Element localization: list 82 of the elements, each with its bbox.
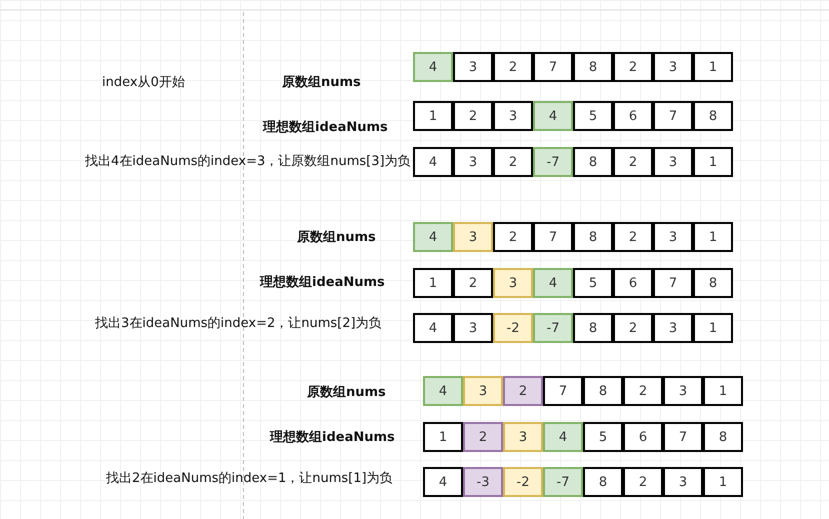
array-cell: 8 (573, 222, 613, 252)
step-description: 找出4在ideaNums的index=3，让原数组nums[3]为负 (85, 153, 411, 171)
array-cell: 6 (613, 268, 653, 298)
array-cell: 2 (463, 422, 503, 452)
array-cell: 5 (573, 268, 613, 298)
array-cell: 3 (493, 268, 533, 298)
array-cell: 8 (703, 422, 743, 452)
array-cell: 7 (653, 101, 693, 131)
array-cell: -7 (543, 467, 583, 497)
array-cell: 3 (493, 101, 533, 131)
array-cell: 8 (573, 52, 613, 82)
row-label: 理想数组ideaNums (263, 119, 388, 137)
row-label: 理想数组ideaNums (260, 274, 385, 292)
array-cell: 6 (623, 422, 663, 452)
array-cell: 3 (653, 313, 693, 343)
array-cell: 2 (493, 222, 533, 252)
array-cell: 4 (533, 268, 573, 298)
array-cell: 8 (573, 313, 613, 343)
array-cell: 3 (453, 313, 493, 343)
array-cell: 3 (453, 52, 493, 82)
array-cell: 8 (573, 147, 613, 177)
array-cell: 4 (413, 147, 453, 177)
array-cell: 3 (653, 222, 693, 252)
array-cell: 7 (533, 52, 573, 82)
array-cell: 4 (413, 222, 453, 252)
array-cell: 1 (693, 147, 733, 177)
row-label: 理想数组ideaNums (270, 429, 395, 447)
array-cell: 7 (663, 422, 703, 452)
array-cell: 4 (533, 101, 573, 131)
array-cell: 2 (613, 147, 653, 177)
array-cell: 1 (413, 101, 453, 131)
array-cell: 8 (583, 467, 623, 497)
row-label: 原数组nums (282, 74, 361, 92)
array-cell: 2 (623, 467, 663, 497)
array-cell: 2 (613, 222, 653, 252)
array-cell: 3 (453, 147, 493, 177)
array-cell: 2 (503, 376, 543, 406)
array-cell: 1 (693, 222, 733, 252)
array-cell: -7 (533, 147, 573, 177)
row-label: 原数组nums (307, 384, 386, 402)
array-cell: 8 (583, 376, 623, 406)
array-cell: 3 (653, 147, 693, 177)
array-cell: 8 (693, 268, 733, 298)
array-cell: 7 (533, 222, 573, 252)
array-cell: 5 (583, 422, 623, 452)
row-label: 原数组nums (297, 229, 376, 247)
array-cell: 2 (623, 376, 663, 406)
array-cell: 6 (613, 101, 653, 131)
array-cell: 1 (703, 467, 743, 497)
array-cell: 3 (503, 422, 543, 452)
array-cell: -2 (503, 467, 543, 497)
array-cell: 2 (493, 52, 533, 82)
array-cell: 3 (653, 52, 693, 82)
array-cell: 2 (453, 101, 493, 131)
array-cell: -7 (533, 313, 573, 343)
array-cell: 7 (653, 268, 693, 298)
array-cell: 2 (613, 313, 653, 343)
array-cell: 3 (463, 376, 503, 406)
array-cell: 4 (543, 422, 583, 452)
array-cell: 4 (423, 376, 463, 406)
array-cell: 5 (573, 101, 613, 131)
array-cell: 8 (693, 101, 733, 131)
array-cell: 3 (663, 467, 703, 497)
array-cell: 2 (453, 268, 493, 298)
array-cell: 2 (613, 52, 653, 82)
array-cell: 1 (423, 422, 463, 452)
step-description: 找出2在ideaNums的index=1，让nums[1]为负 (106, 470, 393, 488)
array-cell: 4 (413, 313, 453, 343)
note-text: index从0开始 (102, 74, 185, 92)
array-cell: -2 (493, 313, 533, 343)
array-cell: 2 (493, 147, 533, 177)
array-cell: 1 (703, 376, 743, 406)
array-cell: 3 (453, 222, 493, 252)
array-cell: 1 (693, 52, 733, 82)
array-cell: -3 (463, 467, 503, 497)
array-cell: 1 (413, 268, 453, 298)
array-cell: 3 (663, 376, 703, 406)
array-cell: 4 (423, 467, 463, 497)
array-cell: 4 (413, 52, 453, 82)
step-description: 找出3在ideaNums的index=2，让nums[2]为负 (95, 315, 382, 333)
array-cell: 1 (693, 313, 733, 343)
array-cell: 7 (543, 376, 583, 406)
